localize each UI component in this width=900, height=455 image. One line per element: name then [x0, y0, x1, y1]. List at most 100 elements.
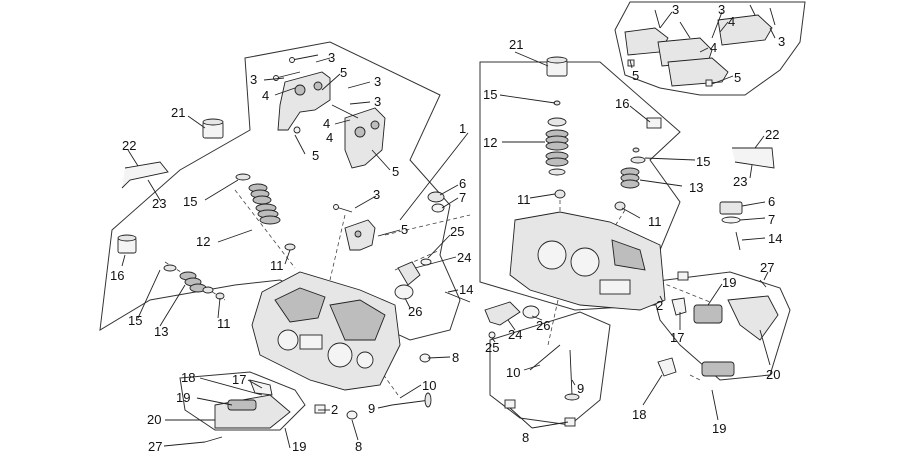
callout: 20 [147, 412, 161, 427]
callout: 19 [292, 439, 306, 454]
left-cylinder-frame [99, 41, 461, 341]
callout: 17 [232, 372, 246, 387]
callout: 8 [355, 439, 362, 454]
bolt [291, 54, 319, 61]
assembly-line [234, 189, 296, 269]
callout: 4 [326, 130, 333, 145]
assembly-line [689, 374, 701, 381]
callout: 22 [122, 138, 136, 153]
right-cylinder-frame [479, 61, 681, 311]
leader-lines [121, 57, 469, 449]
callout: 24 [508, 327, 522, 342]
callout: 5 [392, 164, 399, 179]
callout: 17 [670, 330, 684, 345]
callout: 18 [632, 407, 646, 422]
callout: 6 [459, 176, 466, 191]
callout: 3 [778, 34, 785, 49]
right-rocker-frame [614, 1, 806, 96]
right-adjuster [705, 79, 713, 87]
callout: 24 [457, 250, 471, 265]
callout: 6 [768, 194, 775, 209]
right-shim [646, 117, 662, 129]
callout: 3 [672, 2, 679, 17]
left-rocker-arm-small [344, 219, 376, 251]
right-dowel [564, 417, 576, 427]
left-cylinder-head [251, 271, 401, 391]
callout: 27 [760, 260, 774, 275]
assembly-line [329, 214, 346, 281]
callout: 14 [768, 231, 782, 246]
callout: 19 [722, 275, 736, 290]
callout: 11 [648, 214, 662, 229]
callout: 9 [577, 381, 584, 396]
right-chain-tensioner [657, 271, 779, 377]
callout: 3 [373, 187, 380, 202]
callout: 5 [312, 148, 319, 163]
callout: 9 [368, 401, 375, 416]
callout: 3 [374, 94, 381, 109]
callout: 5 [340, 65, 347, 80]
assembly-line [384, 214, 471, 236]
callout: 3 [328, 50, 335, 65]
callouts-right: 3 3 4 3 4 5 5 21 16 15 12 15 11 13 11 22… [483, 2, 785, 445]
callout: 15 [696, 154, 710, 169]
callout: 13 [154, 324, 168, 339]
left-valve-stem [391, 399, 431, 406]
callout: 15 [483, 87, 497, 102]
callout: 12 [196, 234, 210, 249]
callout: 7 [459, 190, 466, 205]
right-tensioner-frame [649, 271, 791, 381]
assembly-line [659, 281, 711, 303]
bolt [749, 4, 756, 16]
right-rocker-arm-top [717, 14, 773, 46]
callout: 25 [485, 340, 499, 355]
left-dowel [314, 404, 326, 414]
callout: 20 [766, 367, 780, 382]
assembly-line [547, 299, 559, 346]
callout: 10 [506, 365, 520, 380]
bolt [275, 71, 301, 79]
callout: 3 [374, 74, 381, 89]
callout: 13 [689, 180, 703, 195]
callout: 4 [323, 116, 330, 131]
right-valve-stem [569, 349, 573, 396]
callout: 3 [718, 2, 725, 17]
callout: 26 [408, 304, 422, 319]
callout: 21 [509, 37, 523, 52]
right-oil-pipe [732, 147, 775, 169]
left-rocker-arm-lower [344, 107, 386, 169]
callout: 5 [401, 222, 408, 237]
bolt-head [289, 57, 295, 63]
callout: 10 [422, 378, 436, 393]
left-rocker-arm-upper [277, 71, 331, 134]
callout: 25 [450, 224, 464, 239]
callout: 3 [250, 72, 257, 87]
callout: 11 [270, 258, 284, 273]
callout: 4 [262, 88, 269, 103]
callout: 16 [615, 96, 629, 111]
right-dowel [504, 399, 516, 409]
bolt [679, 21, 691, 39]
callout: 5 [632, 68, 639, 83]
left-tappet-cup [202, 118, 224, 139]
callout: 19 [712, 421, 726, 436]
callout: 2 [331, 402, 338, 417]
callout: 19 [176, 390, 190, 405]
callout: 27 [148, 439, 162, 454]
callout: 1 [459, 121, 466, 136]
callout: 11 [217, 316, 231, 331]
callout: 5 [734, 70, 741, 85]
left-valve-guide-lower [346, 410, 358, 420]
right-valve-head [564, 393, 580, 401]
callouts-left: 3 3 3 4 5 3 4 4 5 5 21 22 23 15 12 11 3 … [110, 50, 473, 454]
callout: 7 [768, 212, 775, 227]
left-shim-cup [117, 234, 137, 254]
callout: 15 [183, 194, 197, 209]
callout: 8 [452, 350, 459, 365]
callout: 23 [152, 196, 166, 211]
callout: 21 [171, 105, 185, 120]
left-oil-pipe [121, 161, 169, 189]
leader-lines-right [491, 11, 776, 429]
